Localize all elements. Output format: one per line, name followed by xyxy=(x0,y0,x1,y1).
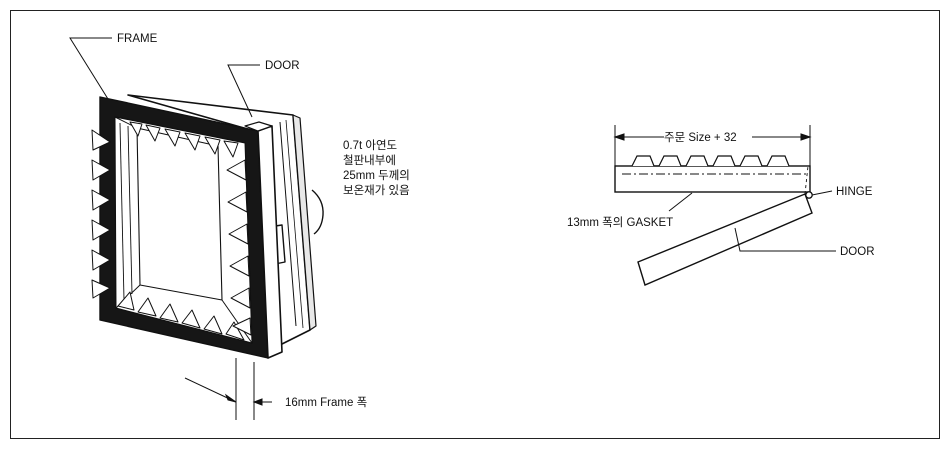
frame-label: FRAME xyxy=(117,33,158,45)
gasket-teeth-bottom xyxy=(117,291,245,341)
gasket-teeth-left xyxy=(91,129,111,299)
gasket-teeth-right xyxy=(226,159,252,336)
frame-section-bar xyxy=(614,165,811,193)
diagram-border xyxy=(10,10,940,439)
frame-width-label: 16mm Frame 폭 xyxy=(285,396,367,409)
door-left-leader xyxy=(227,64,260,118)
dimension-label: 주문 Size + 32 xyxy=(664,132,737,144)
insulation-note-line4: 보온재가 있음 xyxy=(343,184,410,197)
gasket-profile xyxy=(631,155,790,167)
isometric-door-assembly xyxy=(91,94,324,359)
insulation-note-line2: 철판내부에 xyxy=(343,154,396,167)
door-section-open xyxy=(637,193,813,286)
door-left-label: DOOR xyxy=(265,60,300,72)
frame-width-dimension xyxy=(184,358,272,420)
frame-leader xyxy=(69,37,112,100)
door-knob xyxy=(311,189,324,235)
gasket-label: 13mm 폭의 GASKET xyxy=(567,216,673,229)
section-view xyxy=(613,125,836,286)
insulation-note-line3: 25mm 두께의 xyxy=(343,169,410,182)
hinge-label: HINGE xyxy=(836,186,873,198)
door-right-label: DOOR xyxy=(840,246,875,258)
insulation-note-line1: 0.7t 아연도 xyxy=(343,139,397,152)
gasket-teeth-top xyxy=(129,121,239,158)
